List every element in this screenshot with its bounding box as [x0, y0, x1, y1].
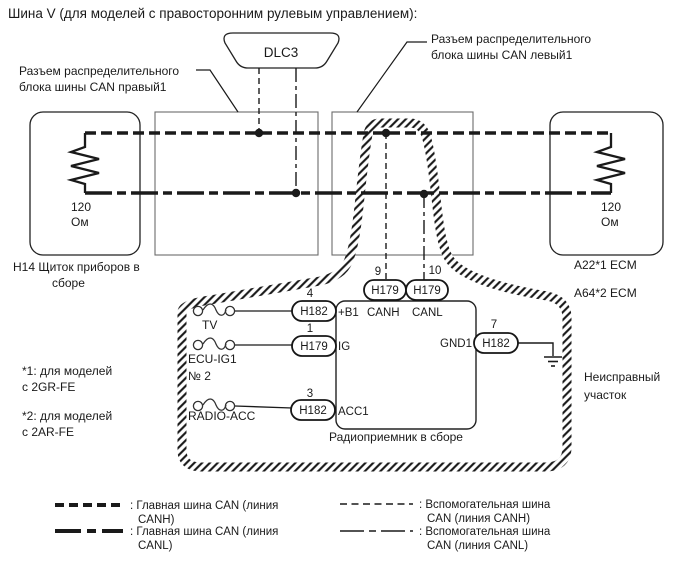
can-junction-block-right1	[154, 111, 319, 256]
legend-main-canh-line1: : Главная шина CAN (линия	[130, 500, 278, 512]
pin-number-canl: 10	[429, 265, 442, 277]
pin-number-ig: 1	[307, 323, 313, 335]
junction-right1-pointer-line	[196, 69, 239, 113]
fuse-ecu-ig1	[192, 337, 292, 351]
note2-line2: с 2AR-FE	[22, 425, 74, 439]
h14-name-line2: сборе	[52, 276, 85, 290]
fault-area-hatched-outline	[177, 118, 572, 472]
fuse-tv-label: TV	[202, 318, 217, 332]
legend-aux-canl-line2: CAN (линия CANL)	[427, 540, 528, 552]
legend-main-canl-line2: CANL)	[138, 540, 173, 552]
ecm-label-2: A64*2 ECM	[574, 286, 637, 300]
fault-area-label-line1: Неисправный	[584, 370, 660, 384]
legend-main-canh-line2: CANH)	[138, 514, 175, 526]
pin-connector-canh: H179	[371, 285, 399, 297]
h14-resistor-value: 120	[71, 200, 91, 214]
pin-label-canl: CANL	[412, 307, 443, 319]
legend-aux-canh-line2: CAN (линия CANH)	[427, 513, 530, 525]
pin-oval-ig	[291, 335, 337, 357]
legend-main-canl-line1: : Главная шина CAN (линия	[130, 526, 278, 538]
wire-gnd1-to-ground	[518, 342, 554, 356]
junction-right1-label-line1: Разъем распределительного	[19, 64, 179, 78]
pin-connector-ovals	[290, 279, 519, 421]
pin-number-acc1: 3	[307, 388, 313, 400]
ecm-resistor-value: 120	[601, 200, 621, 214]
h14-name-line1: H14 Щиток приборов в	[13, 260, 140, 274]
wire-radioacc-to-acc1	[234, 405, 293, 409]
fuse-terminal-icon	[224, 339, 236, 351]
fuse-terminal-icon	[192, 400, 204, 412]
pin-connector-ig: H179	[300, 341, 328, 353]
fuse-element-icon	[202, 398, 227, 411]
ecm-box	[549, 111, 664, 256]
ecm-label-1: A22*1 ECM	[574, 258, 637, 272]
note1-line2: с 2GR-FE	[22, 380, 75, 394]
page-title: Шина V (для моделей с правосторонним рул…	[8, 6, 417, 21]
dlc3-label: DLC3	[264, 45, 299, 60]
pin-label-gnd1: GND1	[440, 338, 472, 350]
fuse-radio-acc	[192, 398, 293, 412]
fuse-tv	[192, 303, 292, 317]
pin-connector-acc1: H182	[299, 405, 327, 417]
fuse-ecu-ig1-label-line1: ECU-IG1	[188, 352, 237, 366]
legend-aux-canl-line1: : Вспомогательная шина	[419, 526, 551, 538]
fuse-element-icon	[202, 337, 227, 350]
fuse-terminal-icon	[192, 339, 204, 351]
fuse-ecu-ig1-label-line2: № 2	[188, 369, 211, 383]
note1-line1: *1: для моделей	[22, 364, 112, 378]
pin-oval-gnd1	[473, 332, 519, 354]
fuse-element-icon	[202, 303, 227, 316]
junction-dot-radio-canl	[419, 189, 429, 199]
ecm-resistor-unit: Ом	[601, 215, 619, 229]
junction-left1-label-line1: Разъем распределительного	[431, 32, 591, 46]
radio-receiver-caption: Радиоприемник в сборе	[329, 430, 463, 444]
fuse-radio-acc-label: RADIO-ACC	[188, 409, 256, 423]
junction-left1-pointer-line	[356, 41, 427, 113]
radio-receiver-box	[335, 300, 477, 430]
pin-label-b1: +B1	[338, 307, 359, 319]
h14-terminating-resistor	[66, 133, 100, 193]
pin-label-acc1: ACC1	[338, 406, 369, 418]
junction-right1-label-line2: блока шины CAN правый1	[19, 80, 167, 94]
junction-dot-radio-canh	[381, 128, 391, 138]
pin-oval-acc1	[290, 399, 336, 421]
pin-connector-b1: H182	[300, 306, 328, 318]
dlc3-connector-shape	[223, 32, 340, 69]
pin-label-ig: IG	[338, 341, 350, 353]
ecm-terminating-resistor	[592, 133, 626, 193]
h14-resistor-unit: Ом	[71, 215, 89, 229]
fuse-terminal-icon	[192, 305, 204, 317]
junction-dot-dlc3-canh	[254, 128, 264, 138]
h14-instrument-cluster-box	[29, 111, 141, 256]
note2-line1: *2: для моделей	[22, 409, 112, 423]
legend-aux-canh-line1: : Вспомогательная шина	[419, 499, 551, 511]
pin-connector-gnd1: H182	[482, 338, 510, 350]
fault-area-label-line2: участок	[584, 388, 627, 402]
pin-connector-canl: H179	[413, 285, 441, 297]
pin-oval-b1	[291, 300, 337, 322]
junction-dot-dlc3-canl	[291, 188, 301, 198]
can-junction-block-left1	[331, 111, 474, 256]
ground-icon	[544, 356, 562, 367]
pin-label-canh: CANH	[367, 307, 400, 319]
fuse-terminal-icon	[224, 305, 236, 317]
pin-number-canh: 9	[375, 266, 381, 278]
junction-left1-label-line2: блока шины CAN левый1	[431, 48, 573, 62]
fuse-terminal-icon	[224, 400, 236, 412]
pin-number-b1: 4	[307, 288, 314, 300]
pin-oval-canl	[405, 279, 449, 301]
pin-number-gnd1: 7	[491, 319, 497, 331]
